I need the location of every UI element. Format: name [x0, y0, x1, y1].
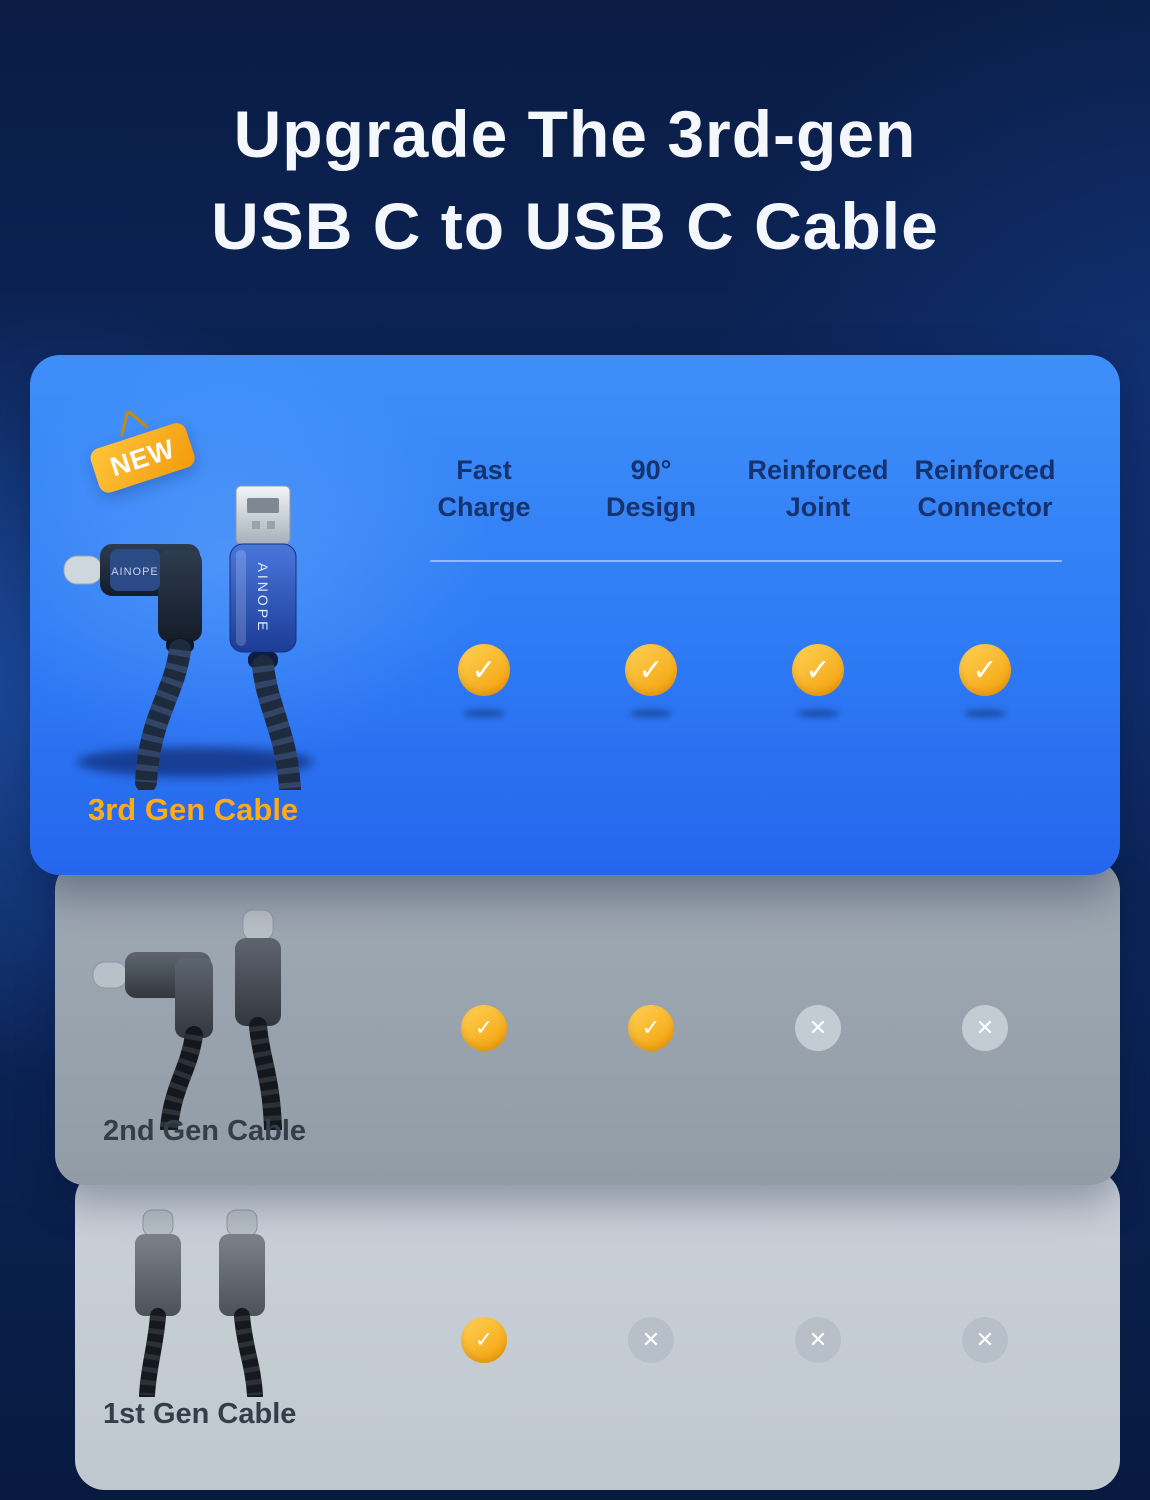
- page-title-line-2: USB C to USB C Cable: [211, 189, 939, 263]
- check-icon: ✓: [458, 644, 510, 696]
- card-3rd-gen: NEW AINOPE: [30, 355, 1120, 875]
- cross-icon: ✕: [795, 1005, 841, 1051]
- page-title: Upgrade The 3rd-gen USB C to USB C Cable: [0, 88, 1150, 272]
- gen-label-3rd: 3rd Gen Cable: [88, 792, 299, 827]
- feature-marks-row-2nd-gen: ✓ ✓ ✕ ✕: [461, 1005, 1008, 1051]
- card-1st-gen: ✓ ✕ ✕ ✕ 1st Gen Cable: [75, 1170, 1120, 1490]
- cable-image-2nd-gen: [92, 909, 282, 1130]
- check-icon: ✓: [959, 644, 1011, 696]
- feature-header-reinforced-joint: Reinforced Joint: [747, 455, 889, 522]
- feature-header-90-design: 90° Design: [605, 455, 697, 522]
- gen-label-1st: 1st Gen Cable: [103, 1398, 297, 1430]
- feature-header-reinforced-connector: Reinforced Connector: [914, 455, 1056, 522]
- check-icon: ✓: [625, 644, 677, 696]
- cable-image-3rd-gen: AINOPE AINOPE: [63, 485, 313, 790]
- check-icon: ✓: [461, 1317, 507, 1363]
- check-icon: ✓: [628, 1005, 674, 1051]
- cable-image-1st-gen: [135, 1209, 265, 1397]
- cross-icon: ✕: [962, 1005, 1008, 1051]
- cross-icon: ✕: [628, 1317, 674, 1363]
- check-icon: ✓: [792, 644, 844, 696]
- feature-marks-row-1st-gen: ✓ ✕ ✕ ✕: [461, 1317, 1008, 1363]
- cross-icon: ✕: [962, 1317, 1008, 1363]
- card-2nd-gen: ✓ ✓ ✕ ✕ 2nd Gen Cable: [55, 860, 1120, 1185]
- badge-string-right: [127, 409, 149, 429]
- header-divider: [430, 560, 1062, 562]
- check-icon: ✓: [461, 1005, 507, 1051]
- badge-string-left: [120, 410, 130, 437]
- feature-header-fast-charge: Fast Charge: [437, 455, 531, 522]
- page-title-line-1: Upgrade The 3rd-gen: [233, 97, 917, 171]
- gen-label-2nd: 2nd Gen Cable: [103, 1115, 307, 1147]
- brand-text: AINOPE: [255, 563, 271, 634]
- brand-text: AINOPE: [111, 566, 159, 578]
- cross-icon: ✕: [795, 1317, 841, 1363]
- feature-marks-row-3rd-gen: ✓ ✓ ✓ ✓: [458, 644, 1011, 696]
